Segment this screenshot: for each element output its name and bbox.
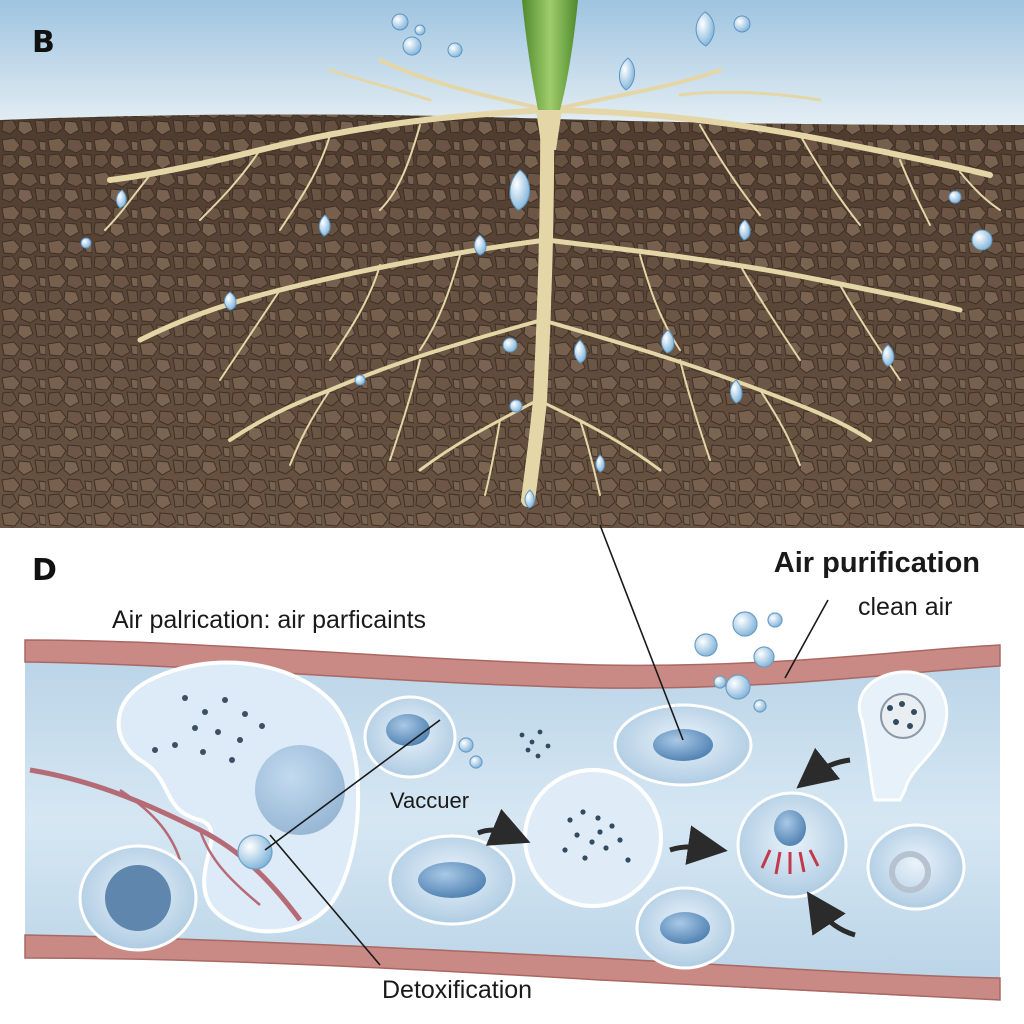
vessel-wall-bottom (24, 934, 1001, 1001)
arrow-icon (477, 747, 856, 938)
nucleus-icon (105, 865, 171, 931)
air-bubble-icon (237, 611, 783, 870)
nucleus-icon (880, 693, 926, 739)
nucleus-icon (653, 729, 713, 761)
nucleus-icon (418, 862, 486, 898)
vein-icon (29, 767, 302, 922)
label-clean-air: clean air (858, 593, 953, 621)
panel-b-letter: B (32, 25, 55, 60)
cell-group (78, 670, 966, 970)
label-vacuole: Vaccuer (390, 788, 469, 813)
vessel-wall-icon (24, 639, 1001, 689)
cell-icon (866, 823, 966, 911)
cell-icon (116, 660, 361, 934)
panel-title: Air purification (774, 547, 980, 579)
nucleus-icon (774, 810, 806, 846)
caption-top: Air palrication: air parficaints (112, 606, 426, 634)
root-system-icon (104, 58, 1001, 507)
nucleus-icon (386, 714, 430, 746)
panel-d-letter: D (32, 553, 57, 588)
root-collar (536, 110, 562, 150)
soil-icon (0, 114, 1024, 528)
water-droplet-icon (80, 11, 993, 509)
panel-b: B (0, 0, 1024, 528)
particle-cluster (152, 695, 265, 763)
toxin-particles (519, 701, 917, 863)
label-detoxification: Detoxification (382, 976, 532, 1004)
panel-d: D Air purification Air palrication: air … (24, 524, 1001, 1004)
vacuole-icon (523, 768, 663, 908)
nucleus-icon (660, 912, 710, 944)
nucleus-icon (255, 745, 345, 835)
plant-stem-icon (522, 0, 578, 110)
leader-lines (264, 524, 829, 966)
